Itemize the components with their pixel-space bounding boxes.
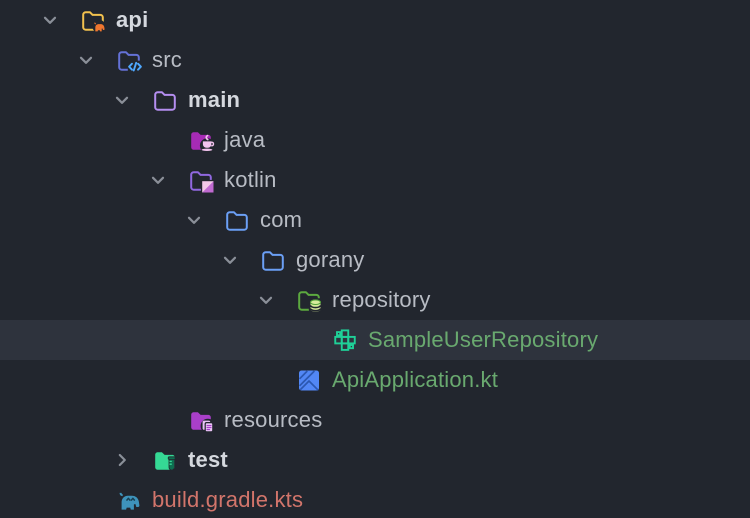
tree-item-label: SampleUserRepository <box>368 327 599 352</box>
tree-item-label: repository <box>332 287 431 312</box>
package-folder-icon <box>224 207 250 233</box>
tree-item-label: com <box>260 207 303 232</box>
chevron-spacer <box>254 368 278 392</box>
chevron-down-icon[interactable] <box>182 208 206 232</box>
tree-row-gorany[interactable]: gorany <box>0 240 750 280</box>
tree-row-apiapplication-kt[interactable]: ApiApplication.kt <box>0 360 750 400</box>
chevron-spacer <box>146 128 170 152</box>
kotlin-interface-icon <box>332 327 358 353</box>
chevron-spacer <box>146 408 170 432</box>
tree-row-api[interactable]: api <box>0 0 750 40</box>
tree-item-label: test <box>188 447 228 472</box>
repository-folder-icon <box>296 287 323 313</box>
chevron-down-icon[interactable] <box>218 248 242 272</box>
tree-row-main[interactable]: main <box>0 80 750 120</box>
chevron-down-icon[interactable] <box>254 288 278 312</box>
chevron-down-icon[interactable] <box>38 8 62 32</box>
package-folder-icon <box>260 247 286 273</box>
main-folder-icon <box>152 87 178 113</box>
gradle-module-folder-icon <box>80 7 106 33</box>
tree-item-label: gorany <box>296 247 365 272</box>
tree-row-java[interactable]: java <box>0 120 750 160</box>
java-folder-icon <box>188 127 215 153</box>
chevron-spacer <box>74 488 98 512</box>
chevron-right-icon[interactable] <box>110 448 134 472</box>
chevron-down-icon[interactable] <box>110 88 134 112</box>
tree-row-repository[interactable]: repository <box>0 280 750 320</box>
chevron-down-icon[interactable] <box>146 168 170 192</box>
tree-item-label: api <box>116 7 149 32</box>
tree-row-com[interactable]: com <box>0 200 750 240</box>
gradle-file-icon <box>116 487 142 513</box>
test-folder-icon <box>152 447 178 473</box>
tree-item-label: java <box>224 127 266 152</box>
kotlin-folder-icon <box>188 167 214 193</box>
tree-row-kotlin[interactable]: kotlin <box>0 160 750 200</box>
tree-item-label: ApiApplication.kt <box>332 367 499 392</box>
tree-item-label: src <box>152 47 182 72</box>
tree-row-resources[interactable]: resources <box>0 400 750 440</box>
tree-item-label: kotlin <box>224 167 277 192</box>
tree-row-sampleuserrepository[interactable]: SampleUserRepository <box>0 320 750 360</box>
sources-root-folder-icon <box>116 47 143 73</box>
tree-item-label: resources <box>224 407 323 432</box>
chevron-spacer <box>290 328 314 352</box>
tree-item-label: build.gradle.kts <box>152 487 304 512</box>
tree-row-test[interactable]: test <box>0 440 750 480</box>
resources-folder-icon <box>188 407 215 434</box>
tree-item-label: main <box>188 87 241 112</box>
chevron-down-icon[interactable] <box>74 48 98 72</box>
kotlin-file-icon <box>296 367 322 393</box>
tree-row-build-gradle-kts[interactable]: build.gradle.kts <box>0 480 750 518</box>
tree-row-src[interactable]: src <box>0 40 750 80</box>
